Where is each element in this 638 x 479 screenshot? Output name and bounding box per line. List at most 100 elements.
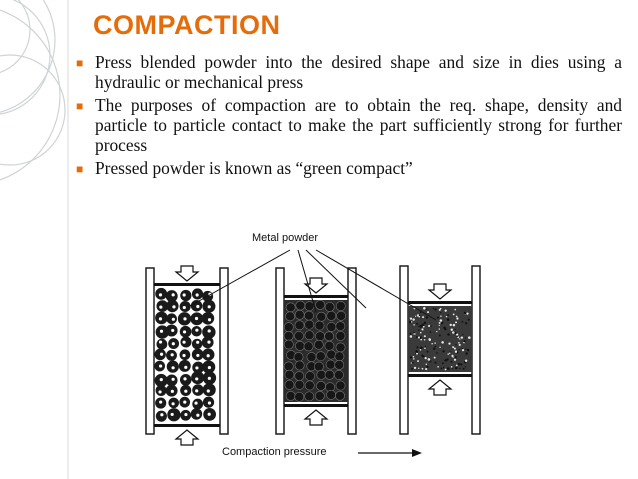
compact-speck — [447, 333, 450, 336]
compact-speck — [418, 325, 420, 328]
particle-highlight — [182, 340, 186, 344]
compact-speck — [413, 358, 415, 360]
powder-particle — [167, 408, 181, 422]
powder-particle — [335, 321, 346, 332]
punch-arrow-down-icon — [174, 265, 200, 282]
particle-highlight — [196, 340, 200, 344]
powder-particle — [305, 371, 315, 381]
particle-highlight — [207, 376, 211, 380]
compact-speck — [452, 323, 456, 327]
compact-speck — [439, 319, 443, 322]
compact-speck — [412, 318, 415, 321]
leader-line — [297, 249, 317, 313]
compact-speck — [433, 347, 436, 350]
powder-particle — [314, 361, 324, 372]
compact-speck — [419, 311, 422, 314]
compaction-figure — [145, 249, 481, 457]
compact-speck — [419, 348, 422, 351]
particle-highlight — [184, 365, 188, 369]
particle-highlight — [159, 329, 164, 333]
compact-speck — [459, 367, 461, 370]
compact-speck — [467, 318, 470, 321]
compact-speck — [426, 311, 430, 314]
compact-speck — [447, 353, 449, 355]
compact-speck — [434, 345, 437, 348]
slide-title: COMPACTION — [93, 10, 281, 40]
powder-particle — [316, 369, 327, 380]
compact-speck — [438, 324, 440, 326]
compact-speck — [458, 343, 461, 347]
powder-particle — [326, 389, 336, 400]
compact-speck — [457, 363, 461, 366]
compact-speck — [416, 322, 419, 325]
powder-particle — [324, 302, 335, 312]
compact-speck — [444, 360, 446, 362]
powder-particle — [314, 390, 325, 401]
powder-particle — [335, 331, 346, 341]
compact-speck — [441, 362, 444, 365]
particle-highlight — [195, 377, 199, 381]
particle-highlight — [171, 328, 175, 333]
compact-speck — [417, 360, 419, 363]
compact-speck — [419, 346, 423, 350]
compact-speck — [438, 334, 441, 337]
compact-speck — [429, 331, 432, 333]
powder-particle — [335, 390, 345, 401]
compact-speck — [445, 315, 448, 318]
compact-speck — [453, 347, 456, 350]
powder-particle — [304, 380, 315, 391]
compact-speck — [425, 308, 428, 311]
compact-speck — [412, 361, 414, 364]
compact-speck — [464, 359, 468, 362]
compact-speck — [451, 354, 454, 357]
compact-speck — [414, 333, 416, 335]
particle-highlight — [172, 305, 176, 309]
particle-highlight — [158, 293, 163, 297]
powder-particle — [335, 301, 346, 311]
particle-highlight — [196, 413, 200, 417]
powder-particle — [285, 302, 296, 313]
powder-particle — [155, 384, 167, 396]
compact-speck — [455, 321, 458, 324]
powder-particle — [180, 336, 192, 348]
bullet-item: ■ The purposes of compaction are to obta… — [76, 95, 622, 155]
compact-speck — [441, 341, 444, 344]
particle-highlight — [207, 318, 212, 322]
powder-particle — [190, 408, 203, 420]
compact-speck — [433, 356, 436, 359]
powder-particle — [304, 301, 315, 312]
powder-particle — [180, 289, 192, 302]
compact-speck — [415, 350, 418, 353]
compact-speck — [462, 334, 464, 336]
punch-arrow-down-icon — [303, 277, 329, 294]
particle-highlight — [182, 353, 186, 358]
powder-particle — [283, 330, 294, 341]
particle-highlight — [171, 377, 175, 381]
upper-punch — [284, 295, 348, 298]
particle-highlight — [182, 293, 186, 297]
powder-particle — [166, 299, 179, 313]
upper-punch — [408, 301, 472, 304]
compact-speck — [418, 314, 421, 317]
particle-highlight — [158, 317, 163, 321]
powder-particle — [294, 360, 305, 371]
compact-speck — [460, 363, 463, 366]
powder-particle — [283, 322, 294, 333]
powder-particle — [294, 371, 305, 381]
compact-speck — [465, 322, 468, 325]
powder-particle — [306, 352, 317, 362]
compact-speck — [418, 315, 421, 318]
compact-speck — [438, 321, 441, 324]
die-wall-left — [145, 267, 155, 435]
compact-speck — [444, 368, 447, 371]
particle-highlight — [159, 400, 163, 404]
compact-speck — [409, 356, 413, 359]
compact-speck — [450, 366, 453, 368]
compact-speck — [448, 352, 451, 354]
compact-speck — [444, 309, 447, 312]
compact-speck — [455, 364, 458, 367]
punch-arrow-up-icon — [303, 409, 329, 426]
compaction-pressure-label: Compaction pressure — [222, 446, 327, 458]
particle-highlight — [195, 328, 199, 332]
die-wall-right — [347, 267, 357, 435]
